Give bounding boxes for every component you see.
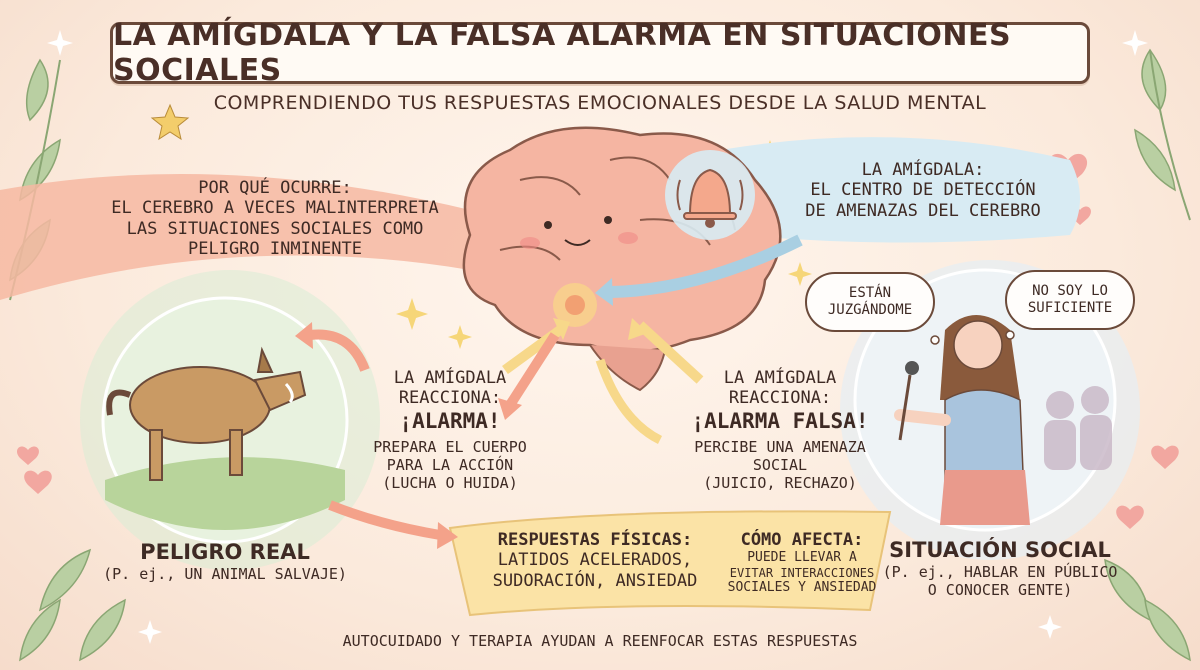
why-ribbon [0,174,470,300]
physical-responses: RESPUESTAS FÍSICAS: LATIDOS ACELERADOS, … [470,530,720,591]
amygdala-body-line: DE AMENAZAS DEL CEREBRO [805,200,1041,221]
social-situation-example: (P. ej., HABLAR EN PÚBLICO [882,563,1118,582]
microphone-icon [898,361,919,441]
physical-ribbon [448,510,892,617]
sparkle-icon [788,262,812,286]
social-situation-title: SITUACIÓN SOCIAL [889,538,1111,562]
heart-icon [24,470,52,494]
heart-icon [17,446,39,465]
social-situation-caption: SITUACIÓN SOCIAL (P. ej., HABLAR EN PÚBL… [880,538,1120,599]
arrow-coral-right-down [595,358,663,445]
amygdala-heading: LA AMÍGDALA: [861,160,985,180]
arrow-coral-to-wolf [309,329,370,372]
star-icon [150,103,190,141]
left-reaction-line2: REACCIONA: [398,388,502,409]
arrow-coral-left-down [505,332,560,408]
social-situation-example: O CONOCER GENTE) [927,581,1073,600]
right-reaction-body: PERCIBE UNA AMENAZA [694,437,866,456]
heart-icon [1116,505,1144,529]
thought-line: JUZGÁNDOME [827,302,913,318]
sparkle-icon [1038,615,1062,639]
thought-line: SUFICIENTE [1027,300,1113,316]
arrow-coral-to-physical [328,500,441,540]
left-reaction-body: PARA LA ACCIÓN [386,455,514,474]
heart-icon [1151,445,1179,469]
footer-text: AUTOCUIDADO Y TERAPIA AYUDAN A REENFOCAR… [342,632,858,650]
right-reaction-body: (JUICIO, RECHAZO) [703,473,857,492]
effect-heading: CÓMO AFECTA: [740,530,864,550]
right-alarm-label: ¡ALARMA FALSA! [691,408,869,433]
effect-section: CÓMO AFECTA: PUEDE LLEVAR A EVITAR INTER… [718,530,886,596]
left-reaction-line1: LA AMÍGDALA [393,368,507,388]
effect-body-line: PUEDE LLEVAR A [747,550,857,566]
sparkle-icon [47,30,73,56]
sparkle-icon [396,298,428,330]
audience-icon [1044,386,1112,470]
arrow-blue-to-amygdala [611,234,803,298]
sparkle-icon [1122,30,1148,56]
page-subtitle: COMPRENDIENDO TUS RESPUESTAS EMOCIONALES… [213,92,987,114]
amygdala-info: LA AMÍGDALA: EL CENTRO DE DETECCIÓN DE A… [778,160,1068,221]
woman-speaker-icon [894,315,1030,525]
physical-body-line: SUDORACIÓN, ANSIEDAD [492,570,698,591]
bell-icon [665,150,755,240]
amygdala-ribbon [720,137,1080,243]
effect-body-line: SOCIALES Y ANSIEDAD [727,580,877,596]
real-danger-title: PELIGRO REAL [140,540,310,564]
why-body-line: EL CEREBRO A VECES MALINTERPRETA [111,198,439,219]
physical-heading: RESPUESTAS FÍSICAS: [497,530,693,550]
right-reaction: LA AMÍGDALA REACCIONA: ¡ALARMA FALSA! PE… [660,368,900,492]
why-body-line: PELIGRO INMINENTE [188,239,362,260]
thought-line: ESTÁN [848,284,892,301]
right-reaction-body: SOCIAL [752,455,808,474]
amygdala-body-line: EL CENTRO DE DETECCIÓN [810,180,1036,201]
why-heading: POR QUÉ OCURRE: [198,178,352,198]
physical-body-line: LATIDOS ACELERADOS, [497,550,693,571]
real-danger-caption: PELIGRO REAL (P. ej., UN ANIMAL SALVAJE) [100,540,350,583]
thought-bubble-judged: ESTÁN JUZGÁNDOME [805,272,935,332]
page-title: LA AMÍGDALA Y LA FALSA ALARMA EN SITUACI… [113,18,1012,88]
why-section: POR QUÉ OCURRE: EL CEREBRO A VECES MALIN… [90,178,460,260]
thought-line: NO SOY LO [1032,282,1108,299]
right-reaction-line1: LA AMÍGDALA [723,368,837,388]
sparkle-icon [138,620,162,644]
why-body-line: LAS SITUACIONES SOCIALES COMO [126,218,424,239]
right-reaction-line2: REACCIONA: [728,388,832,409]
thought-bubble-not-enough: NO SOY LO SUFICIENTE [1005,270,1135,330]
wolf-icon [106,346,307,481]
left-reaction-body: (LUCHA O HUIDA) [382,473,518,492]
sparkle-icon [448,325,472,349]
left-alarm-label: ¡ALARMA! [399,408,501,433]
left-reaction: LA AMÍGDALA REACCIONA: ¡ALARMA! PREPARA … [335,368,565,492]
arrow-yellow-right-up [636,321,704,384]
real-danger-example: (P. ej., UN ANIMAL SALVAJE) [103,565,347,584]
effect-body-line: EVITAR INTERACCIONES [729,565,875,580]
left-reaction-body: PREPARA EL CUERPO [373,437,527,456]
flow-arrows [295,234,803,549]
title-banner: LA AMÍGDALA Y LA FALSA ALARMA EN SITUACI… [110,18,1090,88]
